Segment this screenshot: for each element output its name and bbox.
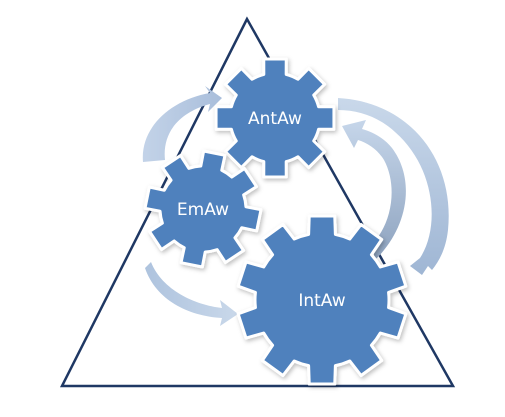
- gear-antaw-label: AntAw: [248, 109, 302, 129]
- gear-antaw-shape: [214, 57, 336, 179]
- gear-intaw-label: IntAw: [298, 291, 345, 311]
- arrow-right-outer: [338, 98, 449, 275]
- gear-intaw: IntAw: [236, 214, 408, 386]
- arrow-left-top: [142, 86, 222, 162]
- arrow-right-inner: [342, 120, 406, 260]
- gear-emaw-label: EmAw: [177, 200, 229, 220]
- gear-intaw-shape: [236, 214, 408, 386]
- gear-antaw: AntAw: [214, 57, 336, 179]
- arrow-left-bottom: [145, 262, 238, 326]
- gear-emaw: EmAw: [143, 149, 263, 269]
- gear-emaw-shape: [143, 149, 263, 269]
